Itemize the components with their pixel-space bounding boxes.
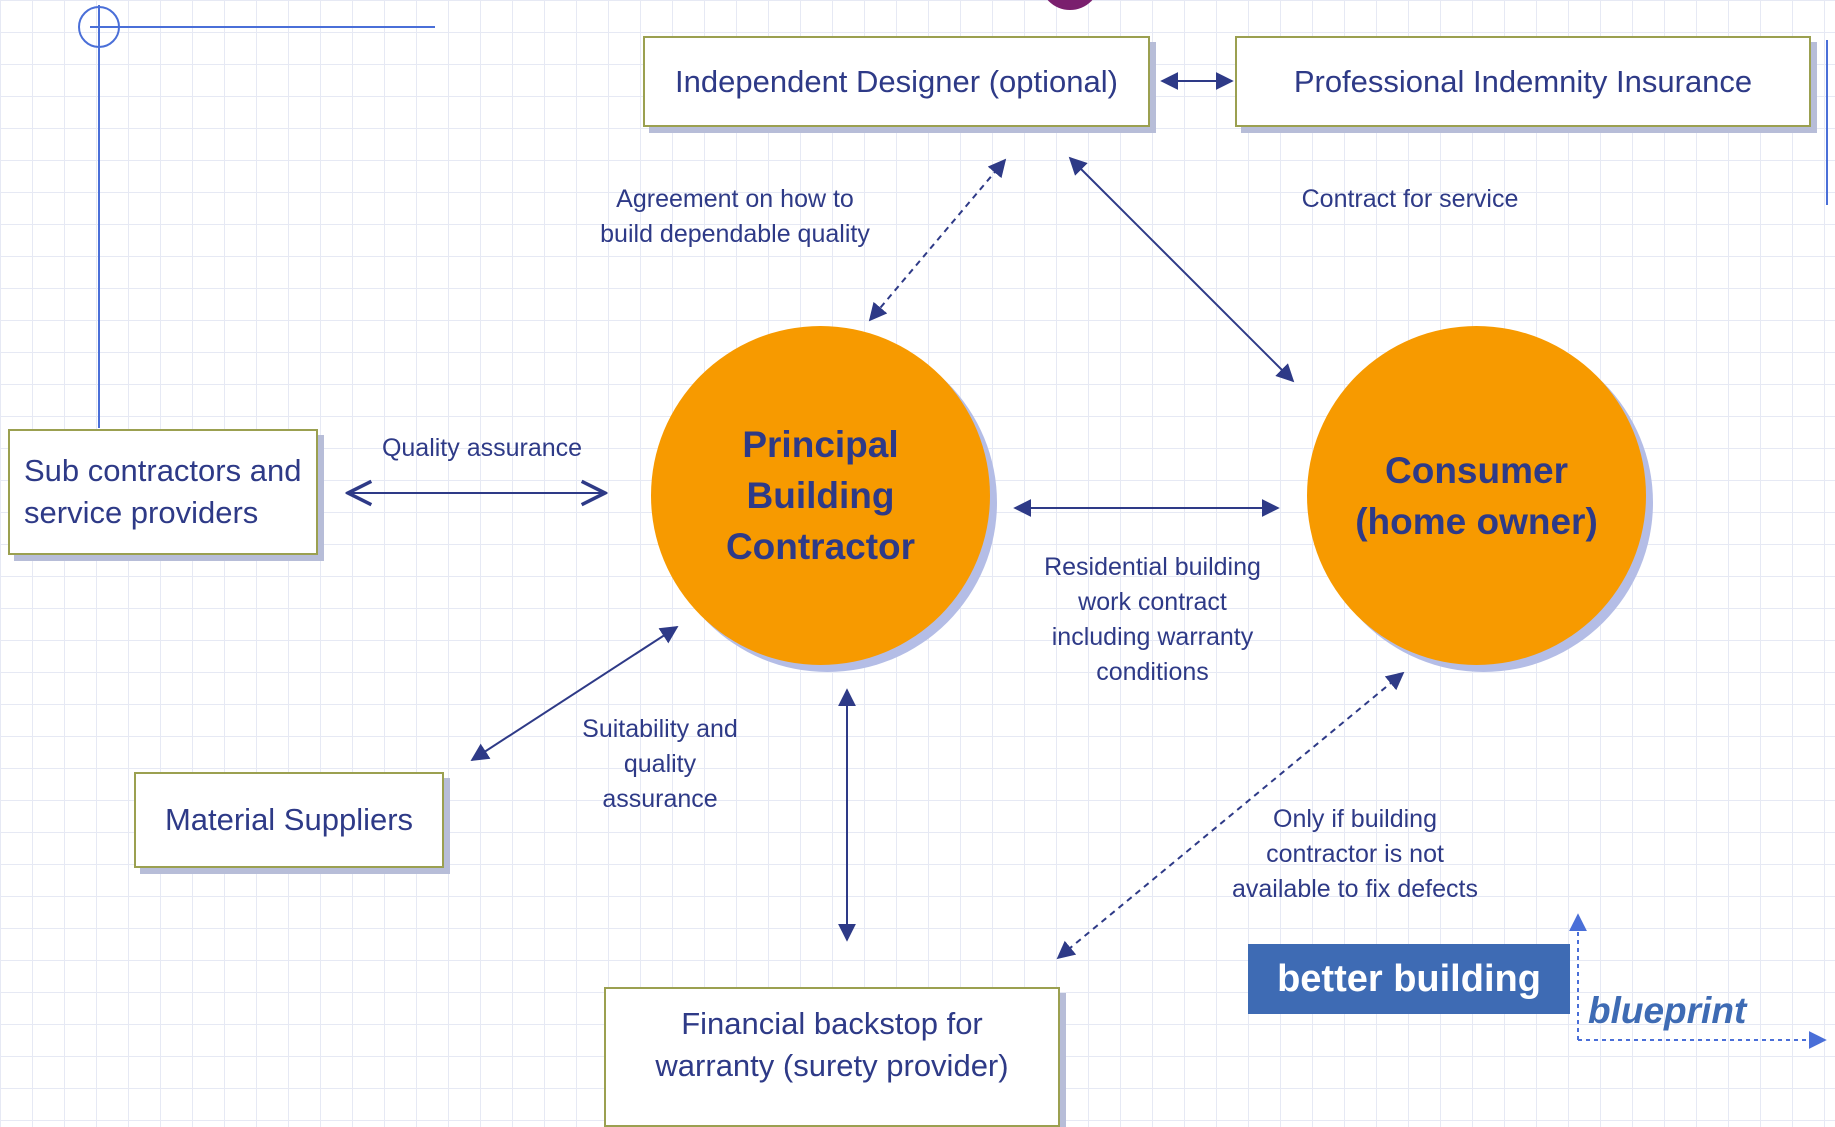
edge-consumer-surety (1056, 671, 1405, 960)
logo-better-building: better building (1248, 944, 1570, 1014)
label-only-if: Only if building contractor is not avail… (1232, 805, 1478, 903)
node-sub-contractors: Sub contractors and service providers (8, 429, 318, 555)
corner-guide-lines (78, 5, 1828, 1049)
diagram-connectors (78, 5, 1828, 1049)
label-contract-for-service: Contract for service (1301, 185, 1519, 213)
label-agreement: Agreement on how to build dependable qua… (600, 185, 870, 248)
edge-suppliers-contractor (470, 626, 679, 761)
node-professional-indemnity-insurance: Professional Indemnity Insurance (1235, 36, 1811, 127)
logo-blueprint: blueprint (1588, 990, 1747, 1031)
label-quality-assurance: Quality assurance (381, 434, 583, 462)
relationship-diagram: Independent Designer (optional) Professi… (8, 0, 1828, 1127)
label-residential-contract: Residential building work contract inclu… (1044, 553, 1261, 686)
node-material-suppliers: Material Suppliers (134, 772, 444, 868)
node-independent-designer: Independent Designer (optional) (643, 36, 1150, 127)
node-consumer: Consumer (home owner) (1307, 326, 1646, 665)
node-surety-provider: Financial backstop for warranty (surety … (604, 987, 1060, 1127)
edge-designer-contractor (868, 158, 1007, 322)
label-suitability: Suitability and quality assurance (582, 715, 738, 813)
node-principal-building-contractor: Principal Building Contractor (651, 326, 990, 665)
edge-designer-consumer (1068, 156, 1295, 383)
